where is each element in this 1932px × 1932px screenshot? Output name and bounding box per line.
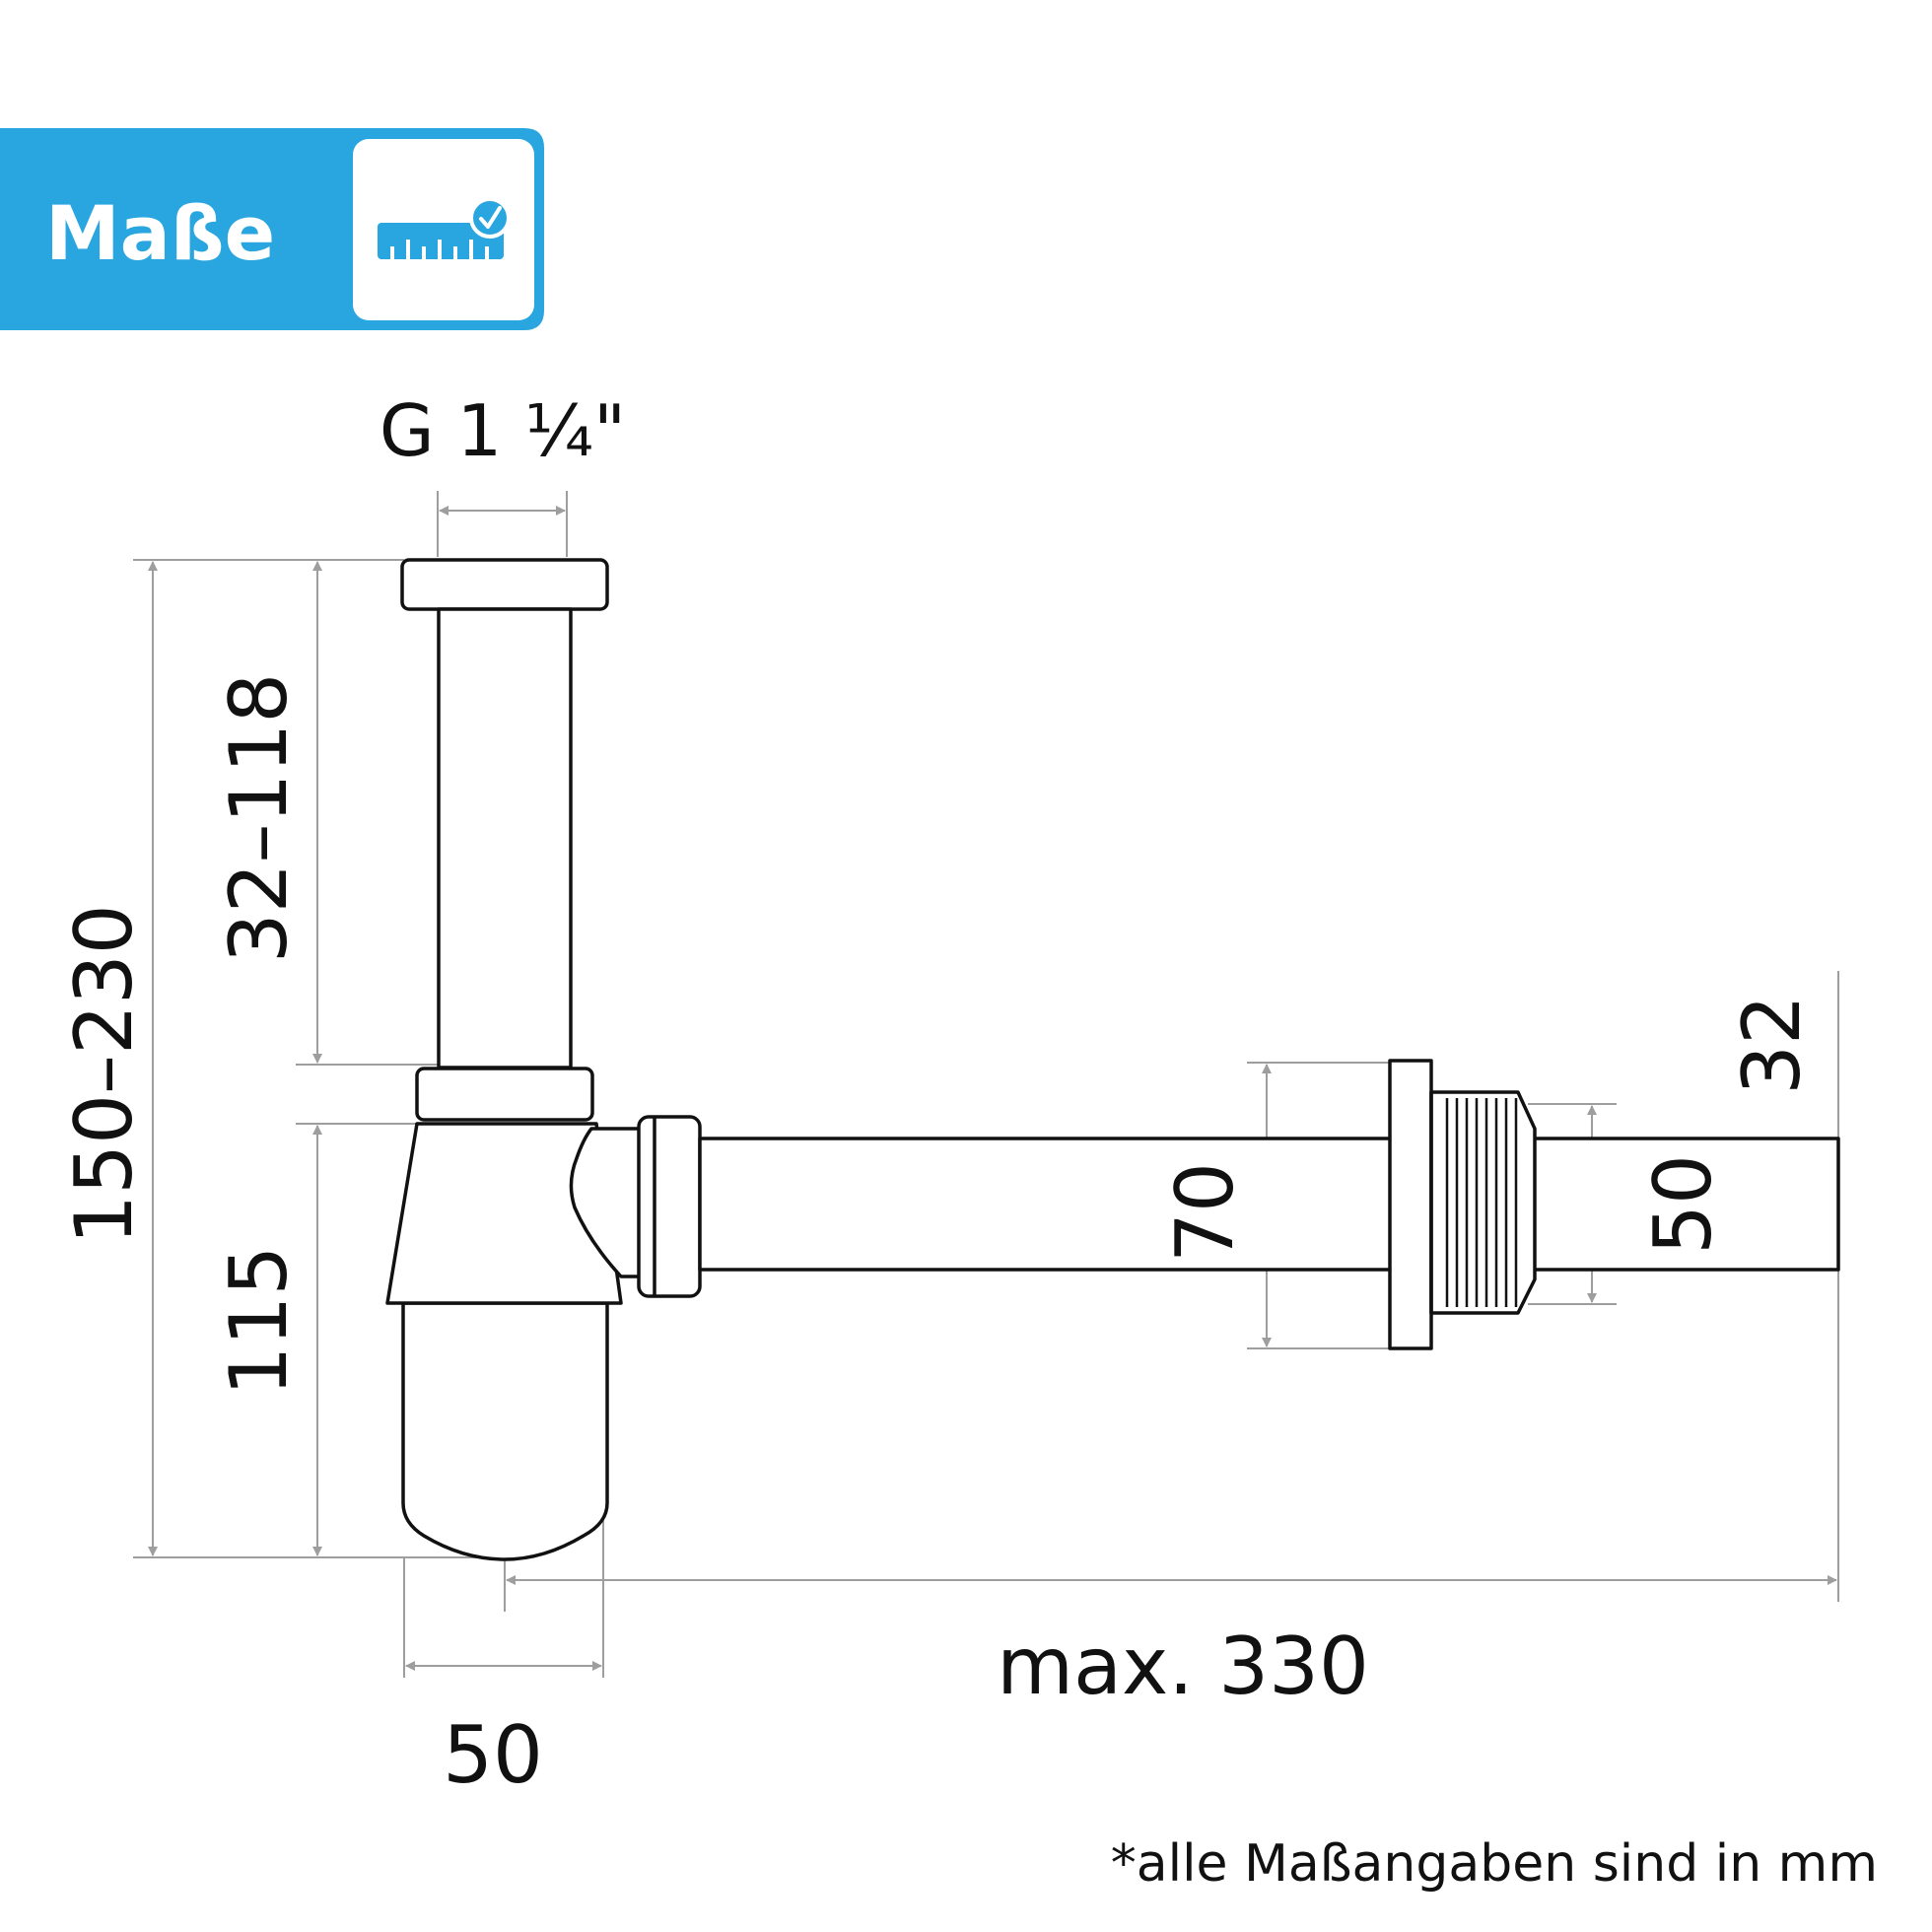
ruler-check-icon [378, 197, 511, 259]
footnote: *alle Maßangaben sind in mm [1111, 1834, 1878, 1894]
extension-lines [133, 491, 1839, 1678]
banner-title: Maße [45, 189, 275, 277]
label-bottom-width: 50 [443, 1709, 543, 1801]
side-elbow [569, 1127, 643, 1278]
label-total-height: 150–230 [58, 904, 150, 1244]
cone-body [385, 1122, 623, 1305]
label-flange-height: 70 [1159, 1162, 1251, 1263]
outlet-nut [637, 1115, 702, 1298]
label-upper-height: 32–118 [213, 673, 305, 964]
wall-flange [1388, 1059, 1433, 1350]
trap-cup [401, 1301, 609, 1561]
label-thread: G 1 ¼" [380, 389, 626, 472]
horizontal-pipe [698, 1137, 1840, 1272]
siphon-drawing [385, 558, 1840, 1561]
vertical-tube [437, 607, 573, 1070]
thread-lines [1445, 1098, 1518, 1307]
label-thread-height: 50 [1637, 1154, 1729, 1255]
collar-nut [415, 1067, 594, 1122]
top-nut [400, 558, 609, 611]
dimension-labels: G 1 ¼" 150–230 32–118 115 50 max. 330 70… [58, 389, 1818, 1801]
label-max-length: max. 330 [997, 1621, 1369, 1712]
header-banner: Maße [0, 128, 544, 330]
label-lower-height: 115 [213, 1246, 305, 1397]
label-pipe-diameter: 32 [1726, 995, 1818, 1095]
